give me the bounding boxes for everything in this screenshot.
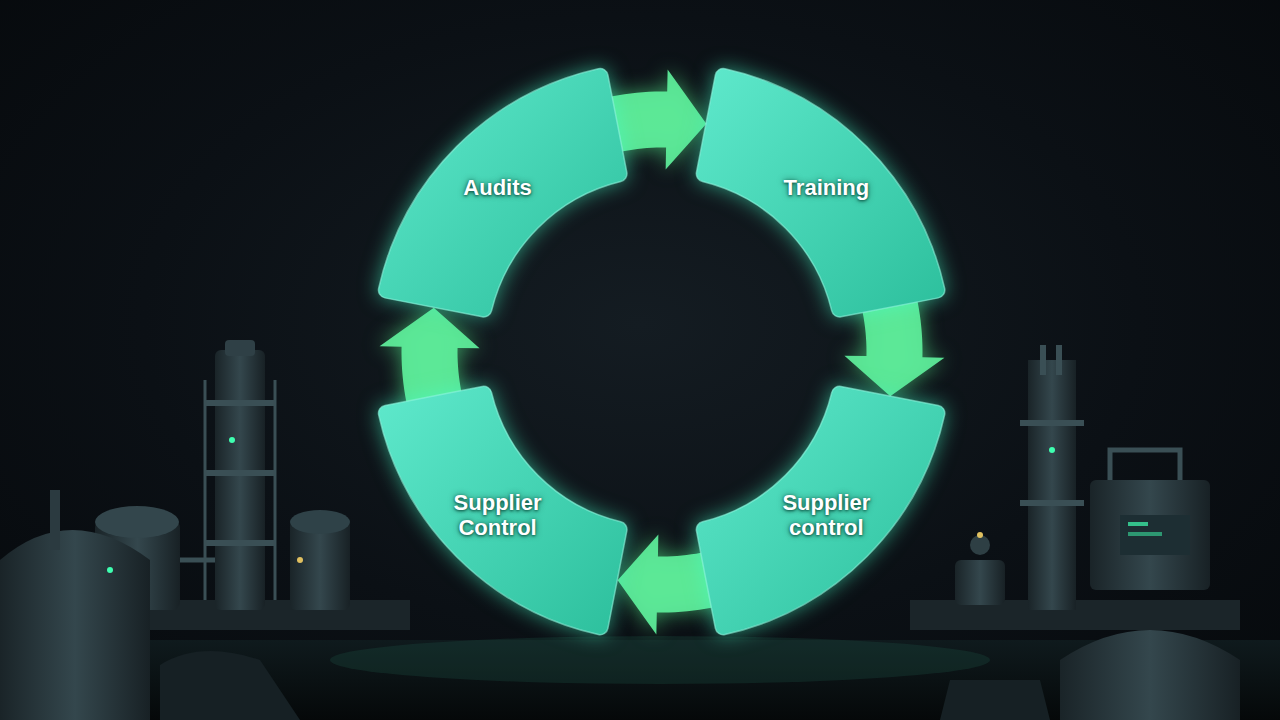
segment-fill [697, 69, 945, 317]
segment-label: Training [761, 175, 891, 200]
cycle-segment: Supplier Control [377, 385, 628, 636]
left-plant [0, 340, 410, 720]
segment-fill [379, 387, 627, 635]
segment-label: Supplier control [761, 492, 891, 541]
floor-glow [330, 636, 990, 684]
cycle-segment: Supplier control [695, 385, 946, 636]
segment-fill [379, 69, 627, 317]
cycle-segment: Training [695, 67, 946, 318]
segment-label: Supplier Control [433, 492, 563, 541]
cycle-segment: Audits [377, 67, 628, 318]
segment-label: Audits [433, 175, 563, 200]
segment-fill [697, 387, 945, 635]
right-plant [910, 345, 1240, 720]
